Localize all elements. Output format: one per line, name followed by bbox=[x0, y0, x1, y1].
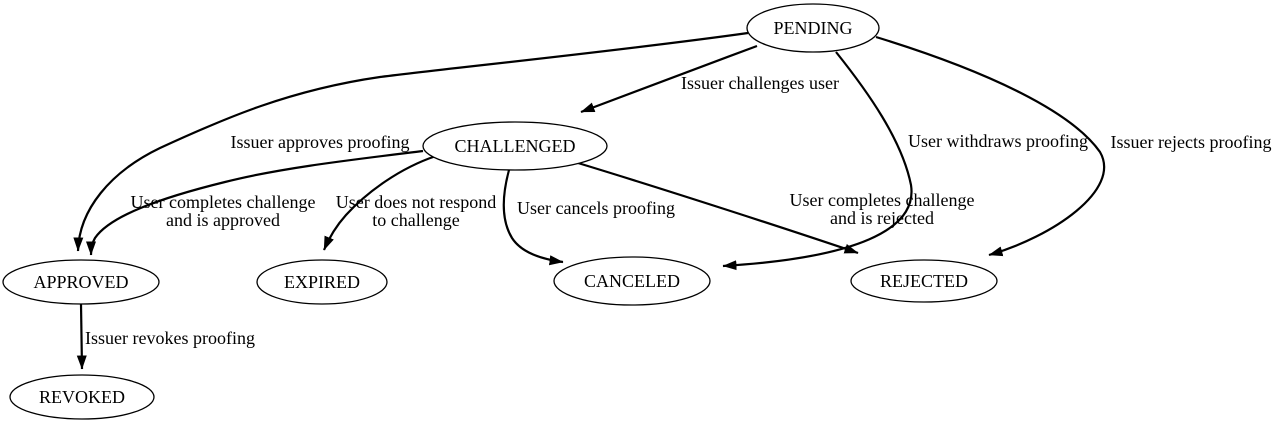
edge-line bbox=[76, 303, 87, 370]
state-node-pending: PENDING bbox=[746, 3, 880, 53]
state-node-approved: APPROVED bbox=[2, 259, 160, 305]
edge-line bbox=[322, 154, 437, 251]
node-label: EXPIRED bbox=[284, 272, 360, 292]
state-node-canceled: CANCELED bbox=[553, 256, 711, 306]
edge-label-line1: User completes challenge bbox=[131, 192, 316, 212]
edge-line bbox=[577, 161, 859, 255]
edge-challenged-expired: User does not respond to challenge bbox=[322, 154, 496, 251]
node-label: PENDING bbox=[774, 18, 853, 38]
edge-line bbox=[73, 31, 749, 252]
edge-pending-challenged: Issuer challenges user bbox=[580, 44, 839, 114]
state-node-rejected: REJECTED bbox=[850, 259, 998, 303]
edge-label-line2: and is approved bbox=[166, 210, 280, 230]
state-node-expired: EXPIRED bbox=[256, 259, 388, 305]
edge-label-line2: and is rejected bbox=[830, 208, 934, 228]
edge-label: Issuer revokes proofing bbox=[85, 328, 255, 348]
edge-label: Issuer challenges user bbox=[681, 73, 839, 93]
edge-challenged-approved: User completes challenge and is approved bbox=[86, 149, 424, 256]
edge-label: User withdraws proofing bbox=[908, 131, 1088, 151]
edge-label-line1: User does not respond bbox=[336, 192, 496, 212]
edge-line bbox=[875, 35, 1106, 257]
edge-pending-canceled: User withdraws proofing bbox=[722, 51, 1088, 271]
edge-label-line2: to challenge bbox=[372, 210, 459, 230]
node-label: APPROVED bbox=[33, 272, 128, 292]
node-label: CANCELED bbox=[584, 271, 680, 291]
edge-pending-approved: Issuer approves proofing bbox=[73, 31, 749, 252]
node-label: CHALLENGED bbox=[455, 136, 576, 156]
node-ellipse bbox=[746, 3, 880, 53]
edge-line bbox=[502, 169, 564, 266]
node-ellipse bbox=[2, 259, 160, 305]
edge-pending-rejected: Issuer rejects proofing bbox=[875, 35, 1272, 257]
node-ellipse bbox=[553, 256, 711, 306]
edge-challenged-canceled: User cancels proofing bbox=[502, 169, 675, 266]
edge-line bbox=[86, 149, 424, 256]
node-label: REJECTED bbox=[880, 271, 968, 291]
node-label: REVOKED bbox=[39, 387, 125, 407]
node-ellipse bbox=[850, 259, 998, 303]
edge-challenged-rejected: User completes challenge and is rejected bbox=[577, 161, 975, 255]
edge-label-line1: User completes challenge bbox=[790, 190, 975, 210]
node-ellipse bbox=[256, 259, 388, 305]
edge-line bbox=[722, 51, 913, 271]
edge-line bbox=[580, 44, 758, 114]
edge-label: Issuer rejects proofing bbox=[1111, 132, 1272, 152]
state-node-revoked: REVOKED bbox=[9, 374, 155, 420]
edge-label: User cancels proofing bbox=[517, 198, 675, 218]
edge-approved-revoked: Issuer revokes proofing bbox=[76, 303, 255, 370]
node-ellipse bbox=[9, 374, 155, 420]
node-ellipse bbox=[422, 121, 608, 171]
edge-label: Issuer approves proofing bbox=[231, 132, 410, 152]
state-node-challenged: CHALLENGED bbox=[422, 121, 608, 171]
